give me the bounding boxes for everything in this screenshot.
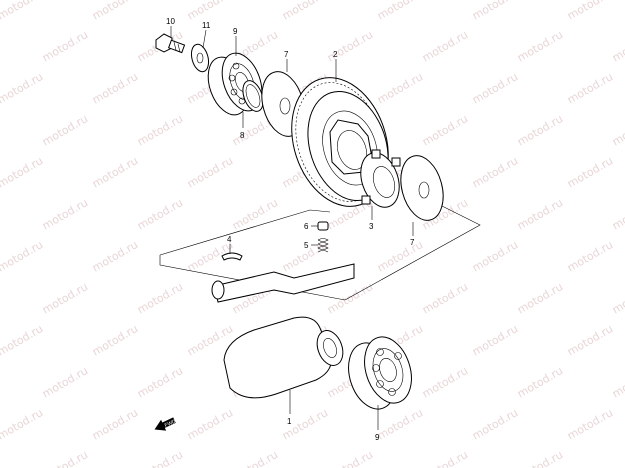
watermark-text: motod.ru: [40, 448, 90, 468]
watermark-text: motod.ru: [610, 448, 625, 468]
watermark-text: motod.ru: [610, 112, 625, 148]
watermark-text: motod.ru: [135, 112, 185, 148]
watermark-text: motod.ru: [470, 238, 520, 274]
watermark-text: motod.ru: [565, 322, 615, 358]
front-arrow-icon: FWD: [154, 417, 177, 431]
watermark-text: motod.ru: [185, 0, 235, 23]
watermark-text: motod.ru: [610, 196, 625, 232]
callout-11: 11: [202, 21, 211, 30]
watermark-text: motod.ru: [470, 0, 520, 23]
watermark-text: motod.ru: [185, 154, 235, 190]
watermark-text: motod.ru: [610, 280, 625, 316]
callout-1: 1: [287, 417, 292, 426]
watermark-text: motod.ru: [515, 112, 565, 148]
watermark-text: motod.ru: [325, 28, 375, 64]
washer-part: [190, 43, 210, 73]
callout-7-lower: 7: [410, 238, 415, 247]
watermark-text: motod.ru: [40, 196, 90, 232]
callout-6: 6: [304, 222, 309, 231]
callout-7-upper: 7: [284, 50, 289, 59]
shim-lower-part: [400, 155, 444, 221]
front-marker-label: FWD: [164, 418, 177, 428]
leader-lines: [170, 26, 414, 430]
watermark-text: motod.ru: [135, 280, 185, 316]
watermark-text: motod.ru: [420, 280, 470, 316]
watermark-text: motod.ru: [135, 196, 185, 232]
callout-9-bottom: 9: [375, 433, 380, 442]
watermark-text: motod.ru: [420, 112, 470, 148]
watermark-text: motod.ru: [0, 406, 45, 442]
watermark-text: motod.ru: [90, 0, 140, 23]
watermark-text: motod.ru: [90, 154, 140, 190]
watermark-text: motod.ru: [375, 70, 425, 106]
watermark-text: motod.ru: [90, 70, 140, 106]
watermark-text: motod.ru: [610, 364, 625, 400]
callout-8: 8: [240, 131, 245, 140]
watermark-text: motod.ru: [375, 0, 425, 23]
balancer-shaft-part: [211, 263, 355, 399]
watermark-text: motod.ru: [375, 406, 425, 442]
watermark-text: motod.ru: [40, 364, 90, 400]
watermark-text: motod.ru: [230, 196, 280, 232]
watermark-text: motod.ru: [0, 154, 45, 190]
watermark-text: motod.ru: [515, 28, 565, 64]
key-part: [221, 252, 243, 261]
watermark-text: motod.ru: [280, 0, 330, 23]
watermark-text: motod.ru: [0, 70, 45, 106]
watermark-text: motod.ru: [470, 154, 520, 190]
damper-hub-part: [360, 149, 401, 208]
pin-part: [317, 221, 329, 231]
watermark-text: motod.ru: [325, 280, 375, 316]
callout-5: 5: [304, 241, 309, 250]
watermark-text: motod.ru: [90, 322, 140, 358]
watermark-text: motod.ru: [470, 322, 520, 358]
watermark-text: motod.ru: [515, 280, 565, 316]
watermark-text: motod.ru: [135, 448, 185, 468]
watermark-text: motod.ru: [0, 238, 45, 274]
watermark-text: motod.ru: [565, 154, 615, 190]
callout-2: 2: [333, 50, 338, 59]
callout-3: 3: [369, 222, 374, 231]
bolt-part: [155, 33, 186, 54]
watermark-text: motod.ru: [230, 448, 280, 468]
watermark-text: motod.ru: [185, 406, 235, 442]
watermark-text: motod.ru: [565, 0, 615, 23]
watermark-text: motod.ru: [420, 364, 470, 400]
watermark-text: motod.ru: [40, 28, 90, 64]
watermark-text: motod.ru: [40, 280, 90, 316]
watermark-text: motod.ru: [515, 364, 565, 400]
callout-4: 4: [227, 235, 232, 244]
watermark-text: motod.ru: [565, 238, 615, 274]
bearing-bottom-part: [348, 336, 412, 410]
watermark-text: motod.ru: [565, 70, 615, 106]
watermark-text: motod.ru: [420, 28, 470, 64]
watermark-text: motod.ru: [420, 448, 470, 468]
watermark-text: motod.ru: [0, 322, 45, 358]
watermark-text: motod.ru: [470, 70, 520, 106]
watermark-text: motod.ru: [90, 406, 140, 442]
callout-9-top: 9: [233, 27, 238, 36]
watermark-text: motod.ru: [325, 448, 375, 468]
bearing-top-part: [207, 52, 263, 116]
callout-10: 10: [166, 17, 175, 26]
watermark-text: motod.ru: [470, 406, 520, 442]
watermark-text: motod.ru: [90, 238, 140, 274]
watermark-text: motod.ru: [610, 28, 625, 64]
watermark-text: motod.ru: [135, 364, 185, 400]
watermark-text: motod.ru: [565, 406, 615, 442]
spring-part: [317, 238, 329, 253]
callout-labels: 10 11 9 7 2 8 6 5 4 3 7 1 9: [166, 17, 415, 442]
watermark-text: motod.ru: [0, 0, 45, 23]
watermark-text: motod.ru: [515, 448, 565, 468]
watermark-text: motod.ru: [515, 196, 565, 232]
watermark-text: motod.ru: [40, 112, 90, 148]
